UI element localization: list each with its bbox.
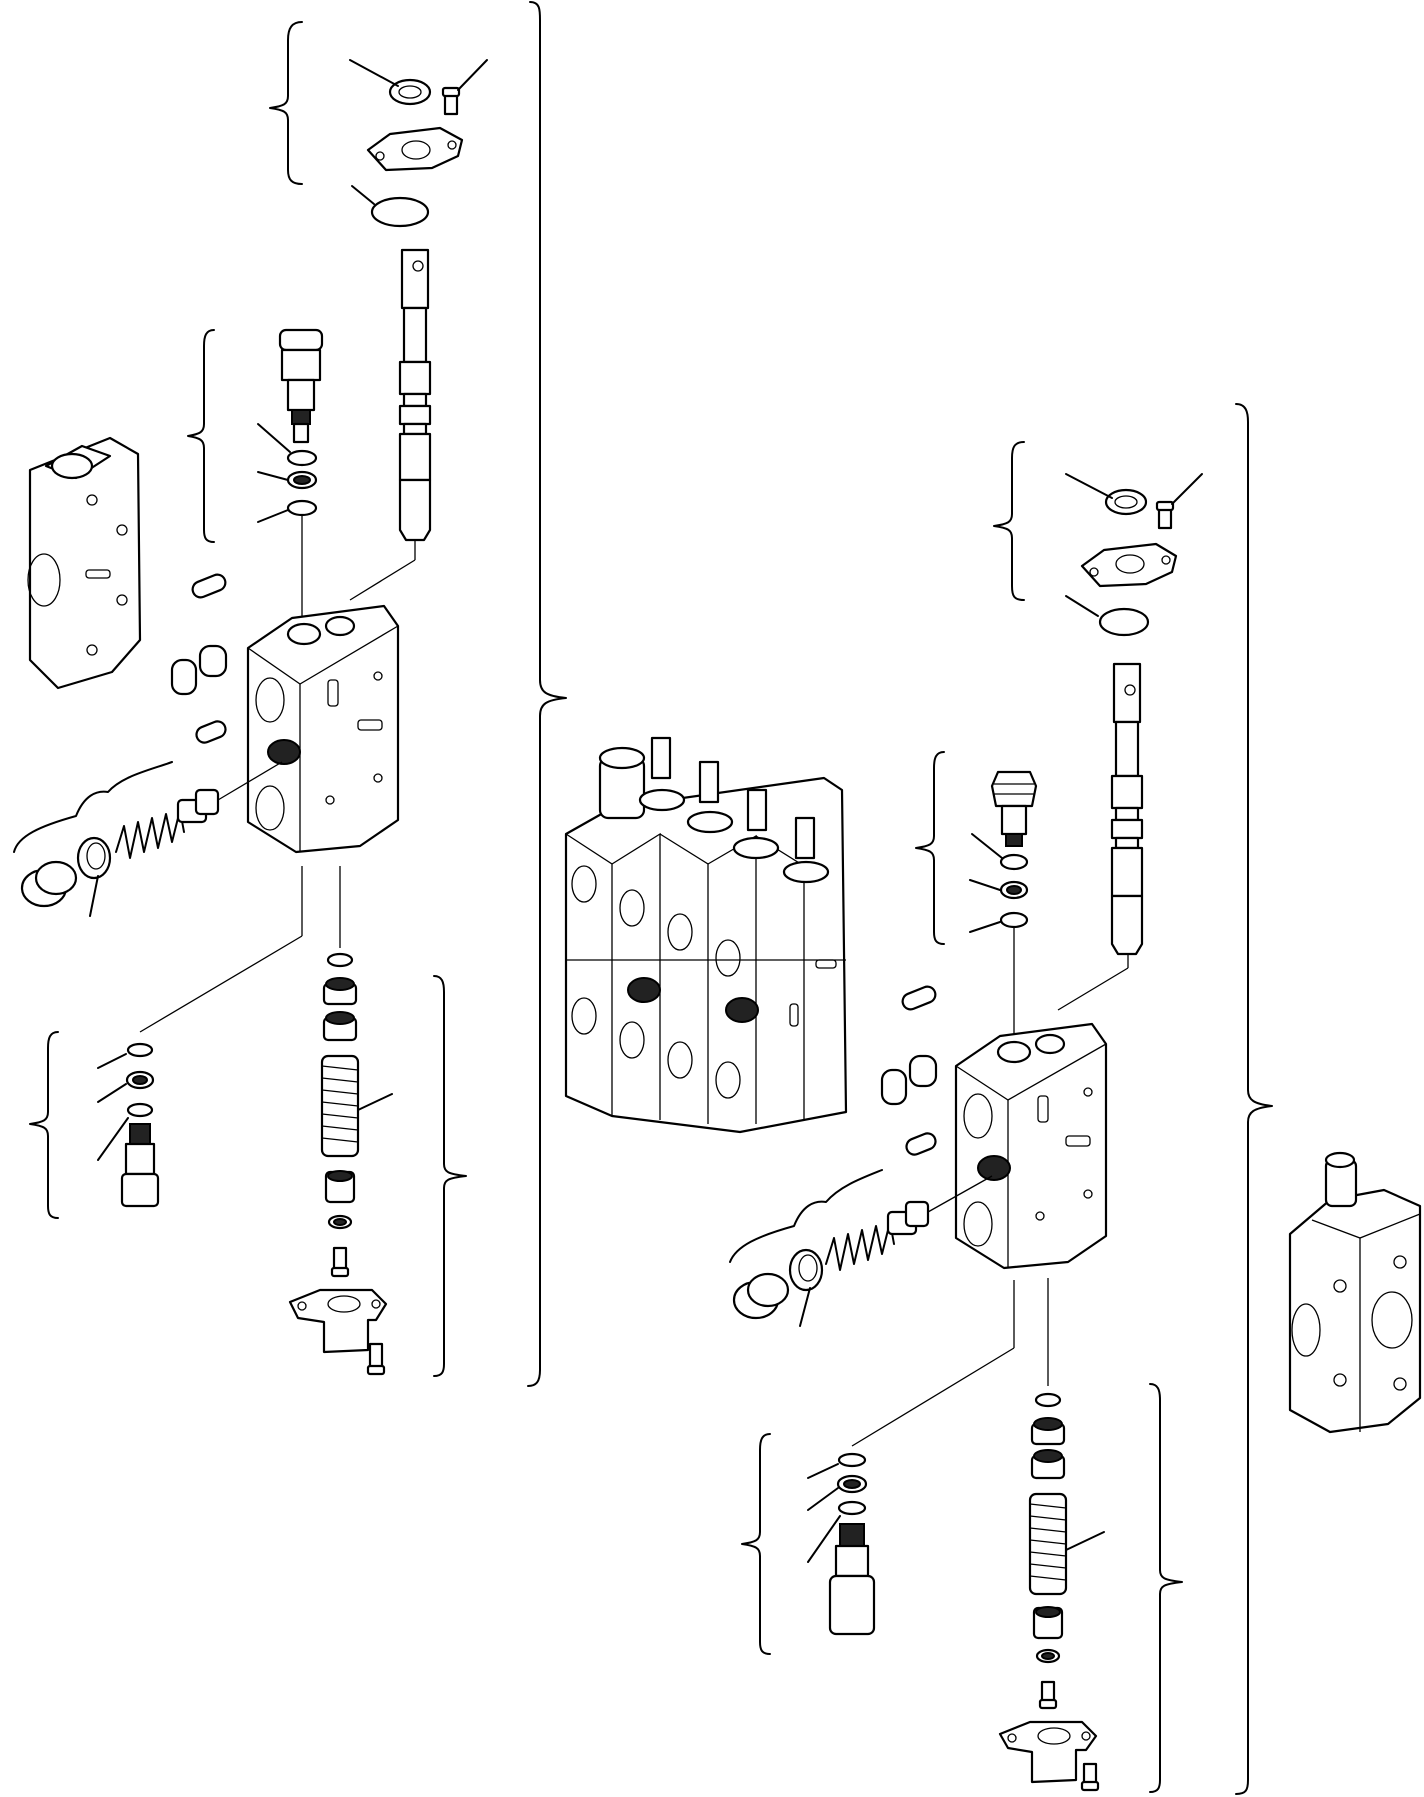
assembly-bracket-right [1235,403,1273,1795]
poppet-icon [886,1200,930,1236]
return-spring-icon [1028,1492,1105,1596]
section-seals-left [170,573,228,744]
gasket-icon [76,836,112,880]
o-ring-icon [126,1102,154,1118]
spring-seat-icon [322,977,358,1006]
relief-valve-group [187,328,324,630]
check-valve-group [741,1280,1015,1655]
group-bracket [1149,1383,1183,1793]
wiper-seal-icon [1104,488,1148,516]
cap-screw-icon [441,59,488,116]
spool-cover-group [269,21,488,228]
cap-screw-icon [1080,1762,1100,1792]
o-ring-icon [1034,1392,1062,1408]
spring-cap-icon [998,1720,1098,1784]
plug-icon [20,860,78,908]
relief-cartridge-icon [278,328,324,444]
spool-bolt-icon [330,1246,350,1278]
spring-icon [825,1221,895,1271]
valve-body-icon [954,1022,1108,1270]
o-ring-icon [326,952,354,968]
cap-screw-icon [366,1342,386,1376]
o-ring-icon [286,499,318,517]
o-ring-icon [999,853,1029,871]
gasket-icon [788,1248,824,1292]
relief-valve-group [915,751,1038,1036]
end-cover-left [27,436,142,690]
spool-icon [349,248,432,601]
spool-bolt-icon [1038,1680,1058,1710]
o-ring-icon [1098,607,1150,637]
plug-group [13,761,283,917]
o-ring-icon [999,911,1029,929]
spring-seat-icon [1030,1449,1066,1480]
check-cartridge-icon [828,1523,876,1636]
spring-seat-icon [1032,1606,1064,1640]
group-bracket [13,761,173,853]
poppet-icon [176,788,220,824]
spool-cover-group [993,441,1203,637]
check-cartridge-icon [120,1123,160,1208]
spring-icon [115,809,185,859]
end-cover-right [1288,1151,1422,1434]
valve-section-left [13,1,567,1387]
group-bracket [729,1169,883,1263]
spool-icon [1057,662,1144,1011]
spring-seat-icon [322,1011,358,1042]
group-bracket [915,751,945,945]
group-bracket [741,1433,771,1655]
spring-return-group [998,1278,1183,1793]
cover-flange-icon [366,126,464,172]
spring-cap-icon [288,1288,388,1354]
plug-icon [732,1272,790,1320]
o-ring-icon [286,449,318,467]
cover-flange-icon [1080,542,1178,588]
group-bracket [269,21,303,185]
group-bracket [993,441,1025,601]
assembly-bracket-left [527,1,567,1387]
o-ring-icon [837,1500,867,1516]
group-bracket [433,975,467,1377]
valve-body-icon [246,604,400,854]
section-seals-right [880,985,938,1156]
group-bracket [29,1031,59,1219]
o-ring-icon [370,196,430,228]
valve-section-right [729,403,1422,1795]
return-spring-icon [320,1054,393,1158]
plug-group [729,1169,993,1327]
o-ring-icon [126,1042,154,1058]
relief-cartridge-icon [990,770,1038,847]
spring-seat-icon [324,1170,356,1204]
wiper-seal-icon [388,78,432,106]
spring-seat-icon [1030,1417,1066,1446]
complete-valve-block [564,736,848,1134]
check-valve-group [29,866,303,1219]
group-bracket [187,329,215,543]
o-ring-icon [837,1452,867,1468]
spring-return-group [288,866,467,1377]
cap-screw-icon [1155,473,1203,530]
